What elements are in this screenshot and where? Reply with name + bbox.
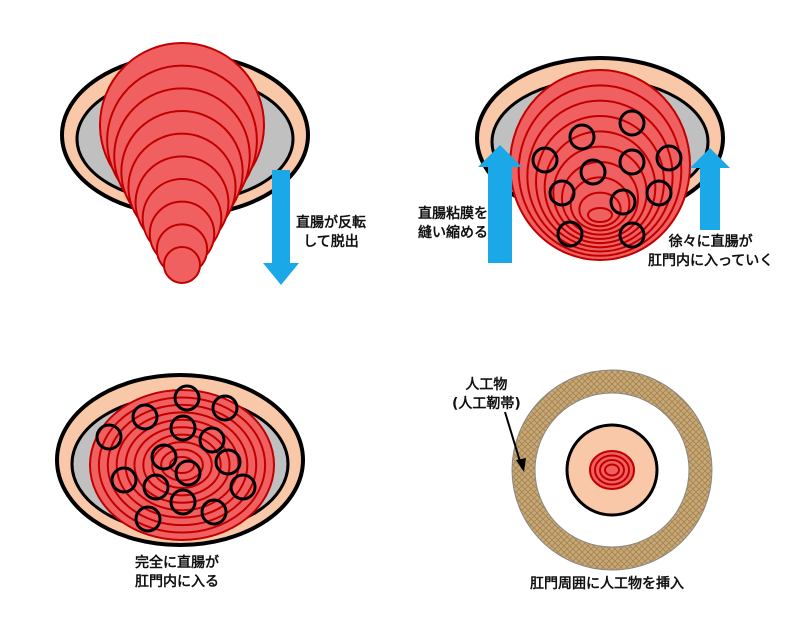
label-line: 肛門内に入る — [135, 574, 219, 590]
label-line: (人工靭帯) — [452, 396, 521, 412]
suture-circle — [568, 123, 596, 151]
suture-circle — [579, 158, 607, 186]
suture-circle — [618, 221, 646, 249]
label-line: して脱出 — [303, 234, 359, 250]
label-line: 縫い縮める — [418, 225, 488, 241]
suture-circle — [95, 423, 123, 451]
label-line: 直腸粘膜を — [418, 206, 488, 222]
suture-circle — [609, 188, 637, 216]
suture-circle — [618, 148, 646, 176]
label-insert: 肛門周囲に人工物を挿入 — [530, 575, 684, 594]
suture-circle — [211, 394, 239, 422]
suture-circle — [110, 466, 138, 494]
suture-circle — [169, 414, 197, 442]
label-line: 肛門周囲に人工物を挿入 — [530, 576, 684, 592]
rectum-ring — [604, 463, 620, 477]
suture-circle — [174, 459, 202, 487]
suture-circle — [200, 498, 228, 526]
label-line: 直腸が反転 — [296, 215, 366, 231]
suture-circle — [134, 505, 162, 533]
suture-circle — [655, 144, 683, 172]
suture-circle — [229, 473, 257, 501]
suture-circle — [150, 443, 178, 471]
label-complete: 完全に直腸が肛門内に入る — [135, 554, 219, 592]
rectum-ring — [587, 207, 613, 223]
suture-circle — [531, 146, 559, 174]
label-retract: 徐々に直腸が肛門内に入っていく — [648, 233, 773, 271]
suture-circle — [173, 384, 201, 412]
label-suture: 直腸粘膜を縫い縮める — [418, 205, 488, 243]
label-line: 徐々に直腸が — [668, 234, 753, 250]
label-prolapse: 直腸が反転して脱出 — [296, 214, 366, 252]
arrow-up-icon — [690, 148, 730, 230]
suture-circle — [645, 179, 673, 207]
label-line: 肛門内に入っていく — [648, 253, 774, 269]
label-line: 人工物 — [465, 377, 508, 393]
label-line: 完全に直腸が — [135, 555, 219, 571]
suture-circle — [131, 403, 159, 431]
suture-circle — [142, 473, 170, 501]
prolapse-ring — [163, 246, 201, 284]
suture-circle — [214, 448, 242, 476]
label-material: 人工物 (人工靭帯) — [452, 376, 521, 414]
arrow-up-icon — [478, 145, 522, 263]
suture-circle — [548, 179, 576, 207]
pointer-line — [504, 411, 523, 469]
pointer-arrowhead-icon — [516, 458, 526, 472]
suture-circle — [169, 488, 197, 516]
suture-circle — [198, 426, 226, 454]
suture-circle — [556, 220, 584, 248]
arrow-down-icon — [263, 170, 299, 285]
suture-circle — [618, 109, 646, 137]
